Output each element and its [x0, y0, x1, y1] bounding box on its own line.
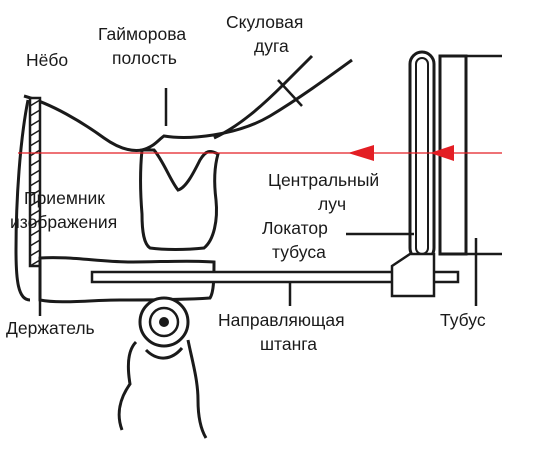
upper-molar — [139, 148, 220, 251]
zygomatic-arch-leader — [277, 79, 303, 107]
label-tube-locator-2: тубуса — [272, 242, 326, 262]
label-zygomatic-arch-2: дуга — [254, 36, 289, 56]
central-ray-arrow-left — [348, 145, 374, 161]
label-receptor-2: изображения — [10, 212, 117, 232]
central-ray-arrow-right — [430, 145, 454, 161]
label-palate: Нёбо — [26, 50, 68, 70]
lower-tooth-crown — [138, 296, 190, 348]
zygomatic-arch-outline — [213, 54, 314, 140]
guide-rod — [90, 270, 460, 284]
lower-tooth-roots — [117, 339, 208, 439]
label-guide-rod-2: штанга — [260, 334, 317, 354]
mouth-left-outline — [14, 99, 31, 302]
tube-locator-ring — [408, 50, 436, 262]
locator-connector — [390, 252, 436, 298]
label-central-ray-1: Центральный — [268, 170, 379, 190]
label-holder: Держатель — [6, 318, 95, 338]
label-tube-locator-1: Локатор — [262, 218, 328, 238]
label-maxillary-sinus-1: Гайморова — [98, 24, 186, 44]
label-zygomatic-arch-1: Скуловая — [226, 12, 303, 32]
label-maxillary-sinus-2: полость — [112, 48, 177, 68]
label-receptor-1: Приемник — [24, 188, 105, 208]
label-tube: Тубус — [440, 310, 486, 330]
label-central-ray-2: луч — [318, 194, 346, 214]
label-guide-rod-1: Направляющая — [218, 310, 345, 330]
palate-outline — [23, 58, 353, 152]
image-receptor — [28, 96, 42, 268]
